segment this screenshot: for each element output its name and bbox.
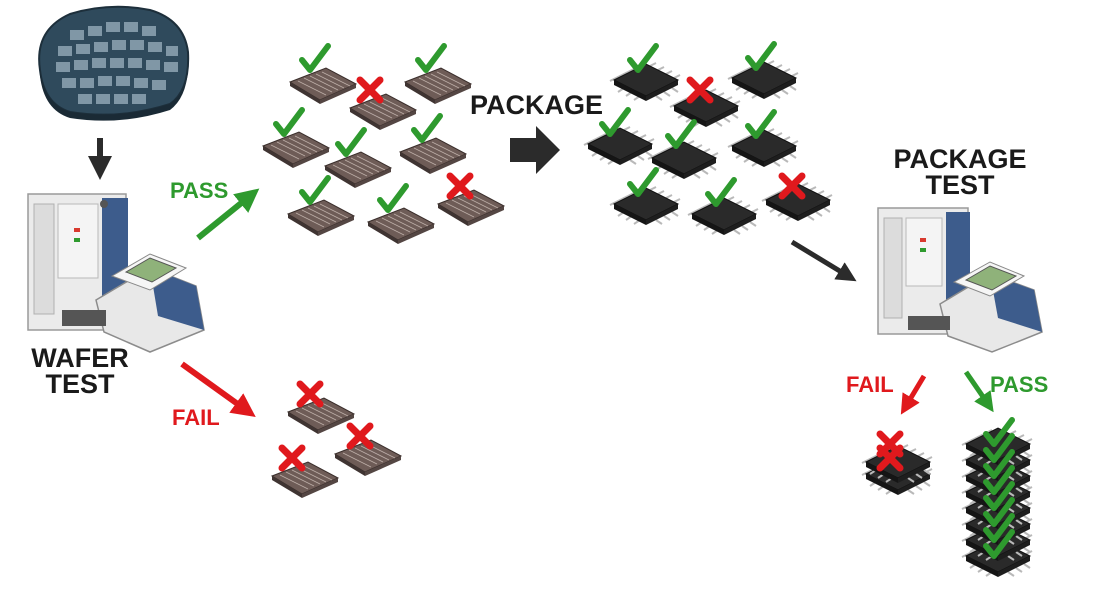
die <box>399 137 467 175</box>
die <box>289 67 357 105</box>
chip <box>727 60 799 100</box>
package-test-label: PACKAGE TEST <box>880 146 1040 200</box>
x-icon <box>350 426 370 446</box>
check-icon <box>338 130 364 154</box>
wafer-pass-arrow <box>196 188 260 241</box>
die <box>367 207 435 245</box>
x-icon <box>300 384 320 404</box>
check-icon <box>414 116 440 140</box>
package-test-label-line2: TEST <box>925 170 995 200</box>
wafer-test-label-line1: WAFER <box>31 345 129 373</box>
check-icon <box>708 180 734 204</box>
package-pass-arrow <box>963 370 994 413</box>
die <box>404 67 472 105</box>
packaged-chips-group <box>583 44 833 236</box>
chip <box>687 196 759 236</box>
good-chip-stack <box>961 420 1033 578</box>
package-fail-label: FAIL <box>846 372 894 397</box>
chips-to-tester-arrow <box>790 239 857 282</box>
check-icon <box>380 186 406 210</box>
wafer-test-label: WAFER TEST <box>20 345 140 399</box>
x-icon <box>282 448 302 468</box>
chip <box>727 128 799 168</box>
wafer-tester-machine <box>27 193 205 353</box>
passed-dies-group <box>262 46 505 245</box>
chip <box>609 62 681 102</box>
chip <box>609 186 681 226</box>
package-pass-label: PASS <box>990 372 1049 397</box>
check-icon <box>630 46 656 70</box>
check-icon <box>276 110 302 134</box>
package-tester-machine <box>877 207 1043 353</box>
die <box>262 131 330 169</box>
package-test-label-line1: PACKAGE <box>893 146 1027 174</box>
check-icon <box>302 46 328 70</box>
wafer-pass-label: PASS <box>170 178 229 203</box>
package-fail-arrow <box>900 374 927 415</box>
failed-dies-group <box>271 384 402 499</box>
die <box>324 151 392 189</box>
wafer-image <box>38 5 190 121</box>
wafer-test-label-line2: TEST <box>45 369 115 399</box>
check-icon <box>748 112 774 136</box>
wafer-fail-label: FAIL <box>172 405 220 430</box>
check-icon <box>302 178 328 202</box>
chip <box>647 140 719 180</box>
check-icon <box>630 170 656 194</box>
check-icon <box>418 46 444 70</box>
package-arrow <box>510 126 560 174</box>
wafer-fail-arrow <box>180 361 256 418</box>
rejected-chip-stack <box>861 434 933 496</box>
check-icon <box>748 44 774 68</box>
package-label: PACKAGE <box>470 92 604 120</box>
x-icon <box>450 176 470 196</box>
chip <box>583 126 655 166</box>
die <box>287 199 355 237</box>
x-icon <box>360 80 380 100</box>
